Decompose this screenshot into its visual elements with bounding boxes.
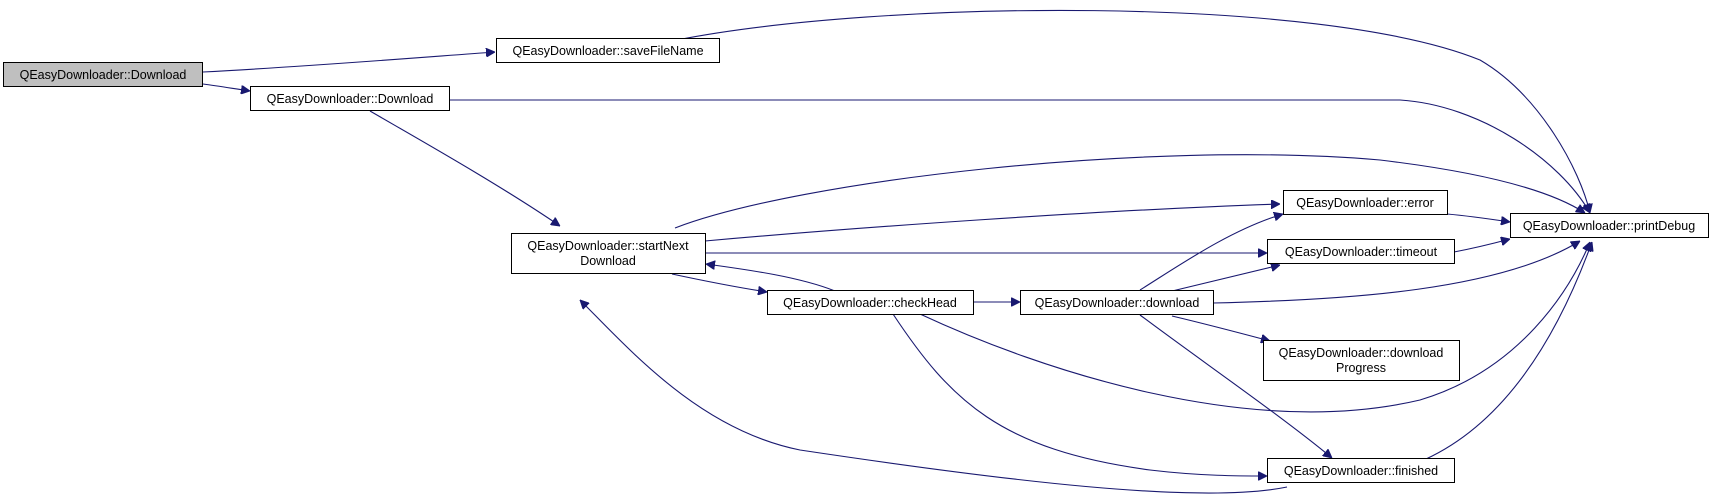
edge-startNext-to-error — [704, 204, 1280, 242]
node-label-line-1: QEasyDownloader::startNext — [527, 239, 689, 253]
node-label: QEasyDownloader::saveFileName — [512, 44, 703, 58]
node-label: QEasyDownloader::printDebug — [1523, 219, 1695, 233]
edge-checkHead-to-finished — [892, 313, 1267, 476]
edge-download-to-error — [1139, 214, 1283, 291]
node-download-overload[interactable]: QEasyDownloader::Download — [250, 86, 450, 111]
node-label: QEasyDownloader::Download — [20, 68, 187, 82]
node-timeout[interactable]: QEasyDownloader::timeout — [1267, 239, 1455, 264]
edge-finished-to-startNext — [580, 300, 1288, 494]
edge-download-to-downloadProgress — [1171, 315, 1270, 341]
edge-root-to-download2 — [202, 83, 250, 91]
node-check-head[interactable]: QEasyDownloader::checkHead — [767, 290, 974, 315]
node-label-line-1: QEasyDownloader::download — [1279, 346, 1444, 360]
node-label: QEasyDownloader::checkHead — [783, 296, 957, 310]
node-finished[interactable]: QEasyDownloader::finished — [1267, 458, 1455, 483]
node-error[interactable]: QEasyDownloader::error — [1283, 190, 1448, 215]
node-label-line-2: Progress — [1336, 361, 1386, 375]
node-save-file-name[interactable]: QEasyDownloader::saveFileName — [496, 38, 720, 63]
edge-download2-to-printDebug — [449, 99, 1590, 213]
edge-timeout-to-printDebug — [1453, 239, 1510, 253]
node-start-next-download[interactable]: QEasyDownloader::startNext Download — [511, 233, 706, 274]
edge-download-to-finished — [1139, 314, 1332, 458]
edges — [202, 9, 1592, 494]
nodes: QEasyDownloader::Download QEasyDownloade… — [3, 38, 1709, 483]
node-download-progress[interactable]: QEasyDownloader::download Progress — [1263, 340, 1460, 381]
edge-checkHead-to-startNext — [706, 264, 836, 292]
node-label: QEasyDownloader::Download — [267, 92, 434, 106]
edge-startNext-to-checkHead — [671, 273, 767, 292]
edge-error-to-printDebug — [1446, 213, 1510, 222]
edge-finished-to-printDebug — [1425, 242, 1592, 460]
edge-root-to-saveFileName — [202, 52, 495, 73]
edge-download2-to-startNext — [369, 110, 560, 226]
node-download-lower[interactable]: QEasyDownloader::download — [1020, 290, 1214, 315]
node-root-download[interactable]: QEasyDownloader::Download — [3, 62, 203, 87]
edge-checkHead-to-printDebug — [919, 242, 1590, 413]
node-label: QEasyDownloader::error — [1296, 196, 1434, 210]
node-print-debug[interactable]: QEasyDownloader::printDebug — [1510, 213, 1709, 238]
edge-saveFileName-to-printDebug — [676, 9, 1590, 213]
edge-download-to-printDebug — [1212, 241, 1580, 304]
node-label: QEasyDownloader::timeout — [1285, 245, 1438, 259]
node-label: QEasyDownloader::finished — [1284, 464, 1438, 478]
edge-startNext-to-printDebug — [674, 154, 1585, 229]
node-label-line-2: Download — [580, 254, 636, 268]
edge-download-to-timeout — [1167, 265, 1280, 293]
node-label: QEasyDownloader::download — [1035, 296, 1200, 310]
